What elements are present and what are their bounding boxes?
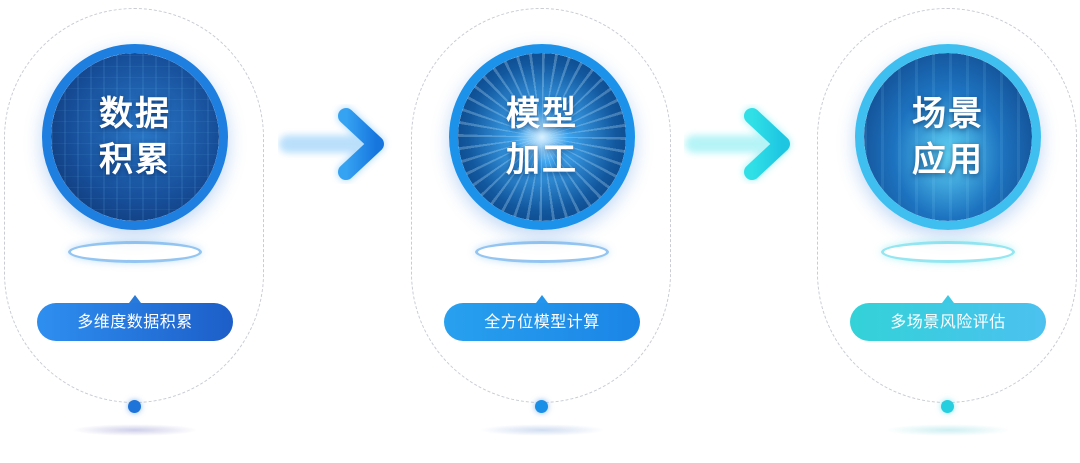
step-title-line2: 积累: [99, 140, 171, 180]
step-orb-image: 数据 积累: [42, 44, 228, 230]
step-scenario-application: 场景 应用 多场景风险评估: [815, 0, 1080, 463]
step-data-accumulation: 数据 积累 多维度数据积累: [2, 0, 268, 463]
arrow-right-icon: [279, 107, 385, 181]
floor-shadow: [885, 424, 1011, 436]
step-title-line2: 应用: [912, 140, 984, 180]
timeline-dot: [128, 400, 141, 413]
step-title-line1: 模型: [506, 94, 578, 134]
step-title: 数据 积累: [51, 91, 219, 183]
step-title: 场景 应用: [864, 91, 1032, 183]
timeline-dot: [941, 400, 954, 413]
step-title-line2: 加工: [506, 140, 578, 180]
step-label: 全方位模型计算: [444, 295, 640, 341]
pedestal-ring: [68, 241, 202, 263]
pedestal-ring: [475, 241, 609, 263]
light-burst-image: [458, 53, 626, 221]
floor-shadow: [479, 424, 605, 436]
timeline-dot: [535, 400, 548, 413]
step-orb-image: 场景 应用: [855, 44, 1041, 230]
step-title-line1: 场景: [912, 94, 984, 134]
arrow-right-icon: [685, 107, 791, 181]
step-title: 模型 加工: [458, 91, 626, 183]
circuit-board-image: [51, 53, 219, 221]
pedestal-ring: [881, 241, 1015, 263]
step-label: 多维度数据积累: [37, 295, 233, 341]
step-orb-image: 模型 加工: [449, 44, 635, 230]
step-model-processing: 模型 加工 全方位模型计算: [409, 0, 675, 463]
digital-human-image: [864, 53, 1032, 221]
step-title-line1: 数据: [99, 94, 171, 134]
step-label: 多场景风险评估: [850, 295, 1046, 341]
floor-shadow: [72, 424, 198, 436]
